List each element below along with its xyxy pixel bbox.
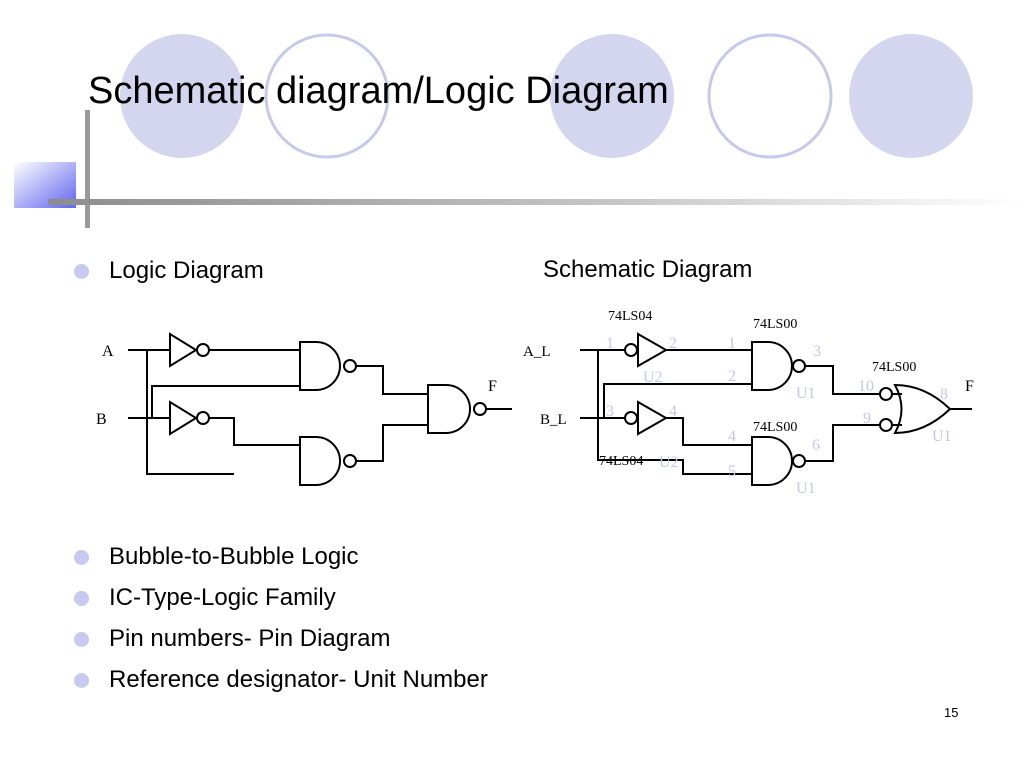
- inverter-input-bubble: [624, 343, 638, 357]
- output-label-f: F: [965, 378, 974, 395]
- nand-gate-bottom: [299, 436, 341, 486]
- decor-circle-filled: [550, 34, 674, 158]
- schematic-heading: Schematic Diagram: [543, 256, 753, 283]
- bullet-text: Bubble-to-Bubble Logic: [109, 543, 359, 570]
- schematic-diagram: A_L B_L F 74LS04 74LS04 74LS00 74LS00 74…: [523, 309, 974, 497]
- decor-circle-outline: [707, 33, 833, 159]
- nand-bubble: [343, 359, 357, 373]
- bullet-icon: [74, 550, 89, 565]
- page-title: Schematic diagram/Logic Diagram: [88, 70, 669, 112]
- inverter-bubble: [196, 343, 210, 357]
- page-number: 15: [944, 705, 959, 720]
- output-label-f: F: [488, 378, 497, 395]
- inverter-bubble: [196, 411, 210, 425]
- bullet-icon: [74, 673, 89, 688]
- bullet-icon: [74, 632, 89, 647]
- inverter-input-bubble: [624, 411, 638, 425]
- bottom-bullet-list: Bubble-to-Bubble Logic IC-Type-Logic Fam…: [70, 542, 488, 706]
- inverter-gate-bottom: [637, 400, 669, 436]
- decor-circle-filled: [120, 34, 244, 158]
- unit-number: U1: [932, 428, 952, 445]
- or-gate: [893, 383, 952, 435]
- bullet-item: IC-Type-Logic Family: [70, 583, 488, 624]
- bullet-text: Reference designator- Unit Number: [109, 666, 488, 693]
- pin-number: 3: [606, 403, 614, 420]
- unit-number: U1: [796, 385, 816, 402]
- inverter-gate-top: [637, 332, 669, 368]
- pin-number: 2: [669, 335, 677, 352]
- part-number-label: 74LS00: [753, 420, 797, 435]
- nand-bubble: [343, 454, 357, 468]
- unit-number: U2: [643, 369, 663, 386]
- bullet-icon: [74, 264, 89, 279]
- bullet-icon: [74, 591, 89, 606]
- pin-number: 2: [728, 368, 736, 385]
- decor-horizontal-bar: [48, 199, 1024, 205]
- pin-number: 6: [812, 437, 820, 454]
- nand-bubble: [473, 402, 487, 416]
- top-bullet-list: Logic Diagram: [70, 256, 264, 297]
- bullet-item: Logic Diagram: [70, 256, 264, 297]
- nand-gate-top: [299, 341, 341, 391]
- bullet-item: Pin numbers- Pin Diagram: [70, 624, 488, 665]
- pin-number: 10: [858, 378, 874, 395]
- decor-circle-outline: [264, 33, 390, 159]
- input-label-a-l: A_L: [523, 344, 551, 360]
- pin-number: 1: [728, 335, 736, 352]
- bullet-text: Pin numbers- Pin Diagram: [109, 625, 391, 652]
- nand-gate-bottom: [751, 436, 793, 486]
- pin-number: 9: [863, 410, 871, 427]
- inverter-gate-top: [169, 332, 198, 368]
- pin-number: 5: [728, 463, 736, 480]
- decor-vertical-bar: [85, 110, 90, 228]
- pin-number: 1: [606, 335, 614, 352]
- part-number-label: 74LS04: [608, 309, 652, 324]
- inverter-gate-bottom: [169, 400, 198, 436]
- nand-gate-output: [427, 384, 471, 434]
- input-label-b: B: [96, 411, 107, 428]
- bullet-text: Logic Diagram: [109, 257, 264, 284]
- logic-diagram: A B F: [96, 332, 512, 486]
- nand-bubble: [792, 454, 806, 468]
- bullet-item: Reference designator- Unit Number: [70, 665, 488, 706]
- unit-number: U1: [796, 480, 816, 497]
- decor-circle-filled: [849, 34, 973, 158]
- nand-bubble: [792, 359, 806, 373]
- input-label-b-l: B_L: [540, 412, 567, 428]
- unit-number: U2: [659, 454, 679, 471]
- nand-gate-top: [751, 341, 793, 391]
- or-input-bubble: [879, 387, 893, 401]
- part-number-label: 74LS04: [599, 454, 643, 469]
- pin-number: 3: [813, 343, 821, 360]
- input-label-a: A: [102, 343, 114, 360]
- bullet-text: IC-Type-Logic Family: [109, 584, 336, 611]
- bullet-item: Bubble-to-Bubble Logic: [70, 542, 488, 583]
- or-input-bubble: [879, 418, 893, 432]
- pin-number: 4: [728, 428, 736, 445]
- pin-number: 4: [669, 403, 677, 420]
- part-number-label: 74LS00: [753, 317, 797, 332]
- part-number-label: 74LS00: [872, 360, 916, 375]
- pin-number: 8: [940, 386, 948, 403]
